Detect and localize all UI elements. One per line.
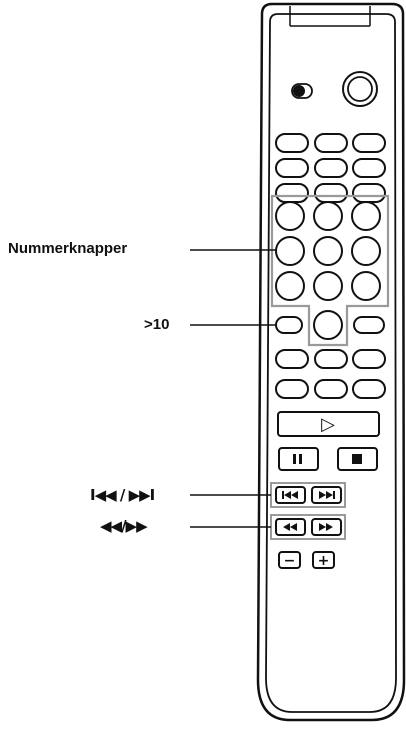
pause-icon-bar bbox=[299, 454, 302, 464]
number-button[interactable] bbox=[275, 201, 305, 231]
number-button[interactable] bbox=[351, 236, 381, 266]
stop-button[interactable] bbox=[337, 447, 378, 471]
number-buttons-highlight bbox=[270, 194, 390, 347]
play-icon: ▷ bbox=[321, 414, 335, 435]
function-button[interactable] bbox=[275, 349, 309, 369]
function-button[interactable] bbox=[352, 379, 386, 399]
rewind-icon bbox=[283, 523, 297, 531]
next-track-button[interactable] bbox=[311, 486, 342, 504]
prev-track-icon bbox=[282, 491, 298, 499]
pause-button[interactable] bbox=[278, 447, 319, 471]
number-button[interactable] bbox=[313, 310, 343, 340]
function-button[interactable] bbox=[352, 158, 386, 178]
jog-dial-icon[interactable] bbox=[342, 71, 378, 107]
number-button[interactable] bbox=[275, 271, 305, 301]
volume-up-button[interactable]: + bbox=[312, 551, 335, 569]
function-button[interactable] bbox=[275, 133, 309, 153]
pause-icon bbox=[293, 454, 296, 464]
fast-forward-button[interactable] bbox=[311, 518, 342, 536]
search-label: ◀◀/▶▶ bbox=[100, 517, 148, 535]
play-button[interactable]: ▷ bbox=[277, 411, 380, 437]
function-button[interactable] bbox=[353, 316, 385, 334]
function-button[interactable] bbox=[314, 158, 348, 178]
volume-down-button[interactable]: − bbox=[278, 551, 301, 569]
number-button[interactable] bbox=[351, 271, 381, 301]
function-button[interactable] bbox=[275, 379, 309, 399]
plus-ten-label: >10 bbox=[144, 316, 170, 333]
prev-track-button[interactable] bbox=[275, 486, 306, 504]
number-button[interactable] bbox=[313, 271, 343, 301]
function-button[interactable] bbox=[314, 379, 348, 399]
number-buttons-label: Nummerknapper bbox=[8, 240, 128, 257]
stop-icon bbox=[352, 454, 362, 464]
function-button[interactable] bbox=[275, 183, 309, 203]
minus-icon: − bbox=[284, 553, 296, 569]
power-switch-icon[interactable] bbox=[291, 83, 313, 99]
next-track-icon bbox=[319, 491, 335, 499]
function-button[interactable] bbox=[314, 349, 348, 369]
function-button[interactable] bbox=[314, 183, 348, 203]
rewind-button[interactable] bbox=[275, 518, 306, 536]
number-buttons bbox=[275, 201, 381, 340]
fast-forward-icon bbox=[319, 523, 333, 531]
upper-function-buttons bbox=[275, 133, 386, 203]
number-button[interactable] bbox=[275, 236, 305, 266]
number-button[interactable] bbox=[313, 236, 343, 266]
skip-label: I◀◀ / ▶▶I bbox=[90, 486, 155, 504]
plus-icon: + bbox=[318, 553, 330, 569]
function-button[interactable] bbox=[352, 349, 386, 369]
function-button[interactable] bbox=[275, 158, 309, 178]
function-button[interactable] bbox=[352, 133, 386, 153]
function-button[interactable] bbox=[314, 133, 348, 153]
middle-function-buttons bbox=[275, 349, 386, 399]
number-button[interactable] bbox=[351, 201, 381, 231]
plus-ten-button[interactable] bbox=[275, 316, 303, 334]
function-button[interactable] bbox=[352, 183, 386, 203]
number-button[interactable] bbox=[313, 201, 343, 231]
